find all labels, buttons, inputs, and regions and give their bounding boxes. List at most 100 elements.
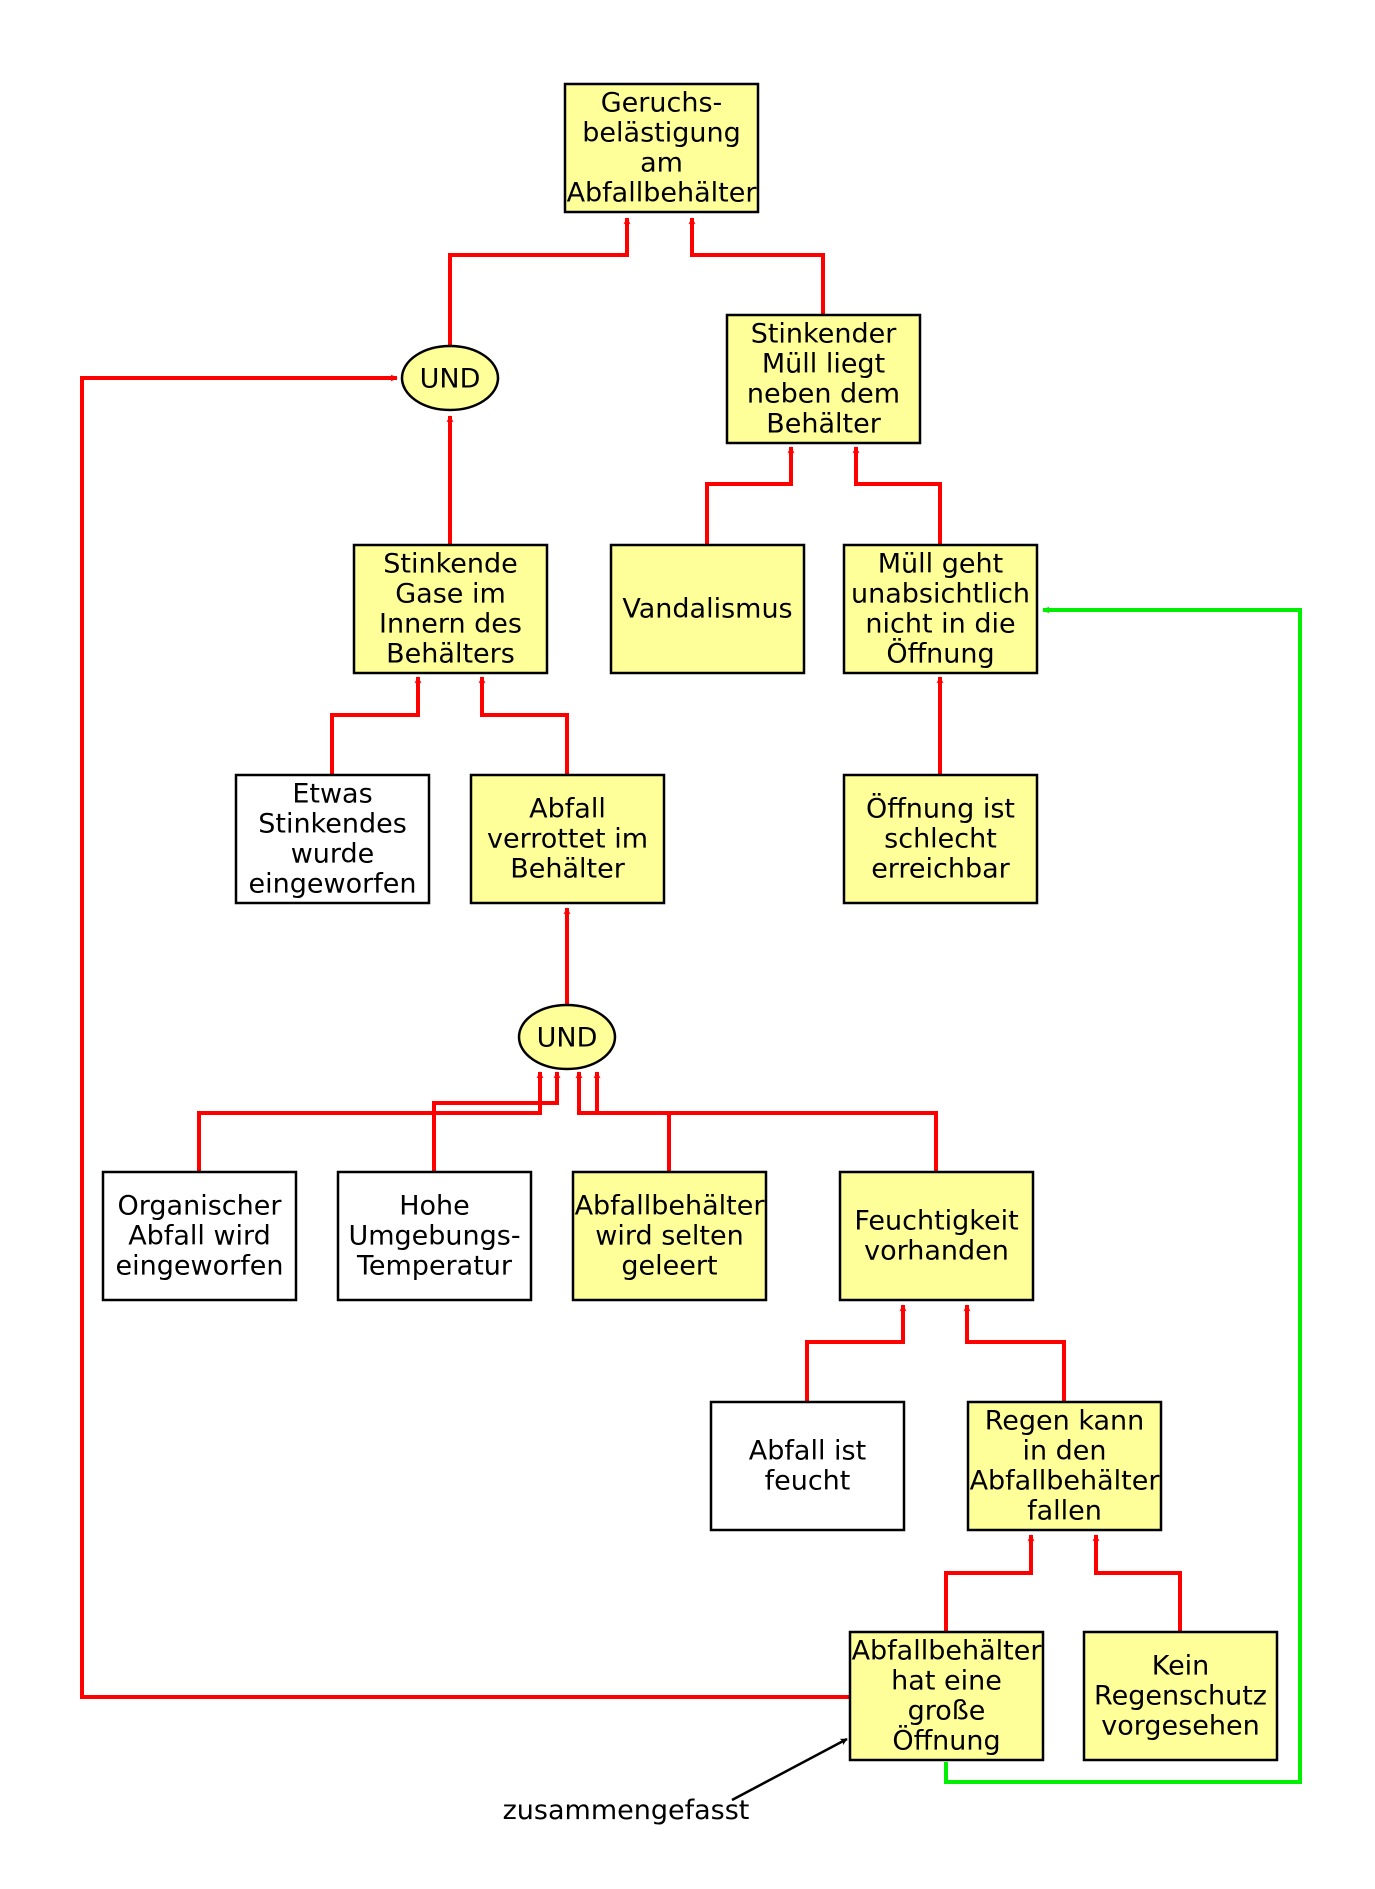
box-label-line: Abfall ist — [749, 1436, 866, 1467]
box-label-line: Öffnung ist — [866, 793, 1015, 825]
box-label-line: verrottet im — [487, 824, 648, 855]
box-label-line: Abfallbehälter — [567, 178, 758, 209]
box-frame — [101, 1170, 298, 1302]
box-label-line: Organischer — [118, 1191, 283, 1222]
box-label-line: Vandalismus — [622, 594, 792, 625]
box-label-line: wird selten — [595, 1221, 743, 1252]
box-frame — [966, 1400, 1163, 1532]
box-frame — [563, 82, 760, 214]
box-label-line: Stinkende — [383, 549, 518, 580]
edge-und-top-to-top-event — [448, 217, 631, 348]
box-label-line: Behälters — [386, 639, 515, 670]
box-label-line: Temperatur — [356, 1251, 513, 1282]
box-label-line: Abfallbehälter — [852, 1636, 1043, 1667]
edge-vandalismus-to-stinkender-muell — [705, 446, 795, 545]
edge-abfall-feucht-to-feuchtigkeit — [805, 1304, 907, 1402]
gate-label: UND — [537, 1023, 598, 1054]
box-label-line: vorhanden — [864, 1236, 1009, 1267]
annotation-label: zusammengefasst — [503, 1795, 750, 1826]
edge-abfall-verrottet-to-stinkende-gase — [478, 676, 569, 775]
box-label-line: Öffnung — [886, 638, 994, 670]
box-frame — [234, 773, 431, 905]
edge-organischer-abfall-to-und-mid — [197, 1071, 544, 1172]
box-frame — [352, 543, 549, 675]
box-label-line: große — [908, 1696, 986, 1727]
edge-muell-geht-to-stinkender-muell — [852, 446, 942, 545]
box-label-line: Behälter — [766, 409, 881, 440]
box-label-line: Abfallbehälter — [970, 1466, 1161, 1497]
box-label-line: Geruchs- — [601, 88, 723, 119]
box-frame — [848, 1630, 1045, 1762]
box-label-line: geleert — [621, 1251, 717, 1282]
edge-feuchtigkeit-to-und-mid — [575, 1071, 938, 1172]
box-label-line: Müll geht — [878, 549, 1003, 580]
annotation-arrow — [731, 1737, 848, 1802]
box-label-line: belästigung — [582, 118, 740, 149]
box-frame — [571, 1170, 768, 1302]
box-label-line: erreichbar — [871, 854, 1010, 885]
box-label-line: Gase im — [395, 579, 506, 610]
box-label-line: Abfall wird — [128, 1221, 271, 1252]
box-label-line: Behälter — [510, 854, 625, 885]
box-frame — [609, 543, 806, 675]
box-frame — [725, 313, 922, 445]
box-label-line: fallen — [1027, 1496, 1102, 1527]
box-frame — [842, 543, 1039, 675]
edge-regen-kann-to-feuchtigkeit — [963, 1304, 1066, 1402]
box-label-line: eingeworfen — [249, 869, 417, 900]
box-label-line: Öffnung — [892, 1725, 1000, 1757]
box-label-line: feucht — [765, 1466, 851, 1497]
box-label-line: hat eine — [891, 1666, 1002, 1697]
box-label-line: Innern des — [379, 609, 522, 640]
box-frame — [709, 1400, 906, 1532]
box-label-line: eingeworfen — [116, 1251, 284, 1282]
box-label-line: in den — [1022, 1436, 1106, 1467]
box-label-line: Kein — [1152, 1651, 1210, 1682]
box-label-line: Umgebungs- — [348, 1221, 520, 1252]
edge-grosse-oeffnung-to-muell-geht-green — [944, 606, 1302, 1784]
box-label-line: neben dem — [747, 379, 900, 410]
edge-selten-geleert-to-und-mid — [593, 1071, 671, 1172]
box-label-line: Etwas — [292, 779, 372, 810]
und-gate-mid: UND — [517, 1003, 617, 1071]
gate-label: UND — [420, 364, 481, 395]
box-label-line: unabsichtlich — [851, 579, 1030, 610]
event-box-vandalismus: Vandalismus — [609, 543, 806, 675]
box-frame — [838, 1170, 1035, 1302]
edge-hohe-temperatur-to-und-mid — [432, 1071, 561, 1172]
box-label-line: Stinkendes — [258, 809, 407, 840]
box-label-line: nicht in die — [865, 609, 1015, 640]
gate-shape — [400, 344, 500, 412]
box-frame — [336, 1170, 533, 1302]
box-label-line: Feuchtigkeit — [854, 1206, 1018, 1237]
box-label-line: vorgesehen — [1101, 1711, 1259, 1742]
box-label-line: Stinkender — [751, 319, 897, 350]
edge-grosse-oeffnung-to-regen-kann — [944, 1534, 1035, 1632]
edge-kein-regenschutz-to-regen-kann — [1092, 1534, 1182, 1632]
edge-grosse-oeffnung-to-und-top — [80, 374, 850, 1699]
box-label-line: Müll liegt — [762, 349, 885, 380]
box-label-line: Hohe — [399, 1191, 470, 1222]
gate-shape — [517, 1003, 617, 1071]
box-label-line: schlecht — [884, 824, 997, 855]
und-gate-top: UND — [400, 344, 500, 412]
box-frame — [1082, 1630, 1279, 1762]
box-label-line: Abfall — [529, 794, 606, 825]
box-label-line: wurde — [291, 839, 375, 870]
